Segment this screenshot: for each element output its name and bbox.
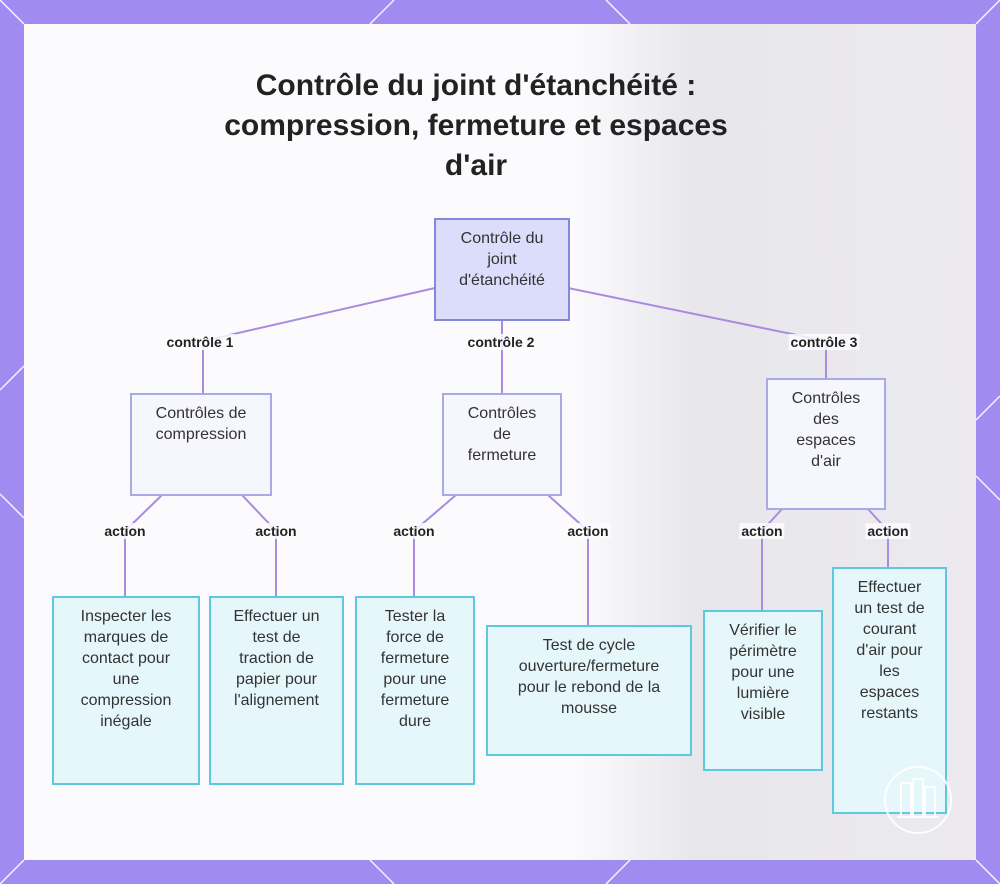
node-fermeture: Contrôles de fermeture (442, 393, 562, 496)
node-inspecter-marques-label: Inspecter les marques de contact pour un… (80, 608, 172, 730)
edge-root-group-1 (202, 287, 436, 395)
edge-label-action: action (565, 523, 611, 539)
node-force-fermeture: Tester la force de fermeture pour une fe… (355, 596, 475, 785)
edge-group-1-action-2 (241, 494, 277, 598)
node-force-fermeture-label: Tester la force de fermeture pour une fe… (380, 608, 450, 730)
watermark-logo-icon (884, 766, 952, 834)
node-test-traction-label: Effectuer un test de traction de papier … (233, 608, 320, 709)
edge-label-action: action (739, 523, 785, 539)
edge-label-controle-2: contrôle 2 (465, 334, 537, 350)
node-test-cycle: Test de cycle ouverture/fermeture pour l… (486, 625, 692, 756)
edge-group-2-action-2 (547, 494, 589, 626)
edge-root-group-3 (567, 287, 827, 380)
node-courant-air: Effectuer un test de courant d'air pour … (832, 567, 947, 814)
edge-label-controle-1: contrôle 1 (164, 334, 236, 350)
node-test-traction: Effectuer un test de traction de papier … (209, 596, 344, 785)
node-courant-air-label: Effectuer un test de courant d'air pour … (854, 579, 925, 722)
edge-label-action: action (253, 523, 299, 539)
edge-label-action: action (102, 523, 148, 539)
node-verifier-perimetre-label: Vérifier le périmètre pour une lumière v… (729, 622, 797, 723)
node-espaces-air: Contrôles des espaces d'air (766, 378, 886, 510)
edge-group-1-action-1 (124, 494, 163, 598)
edge-label-controle-3: contrôle 3 (788, 334, 860, 350)
edge-label-action: action (865, 523, 911, 539)
node-inspecter-marques: Inspecter les marques de contact pour un… (52, 596, 200, 785)
node-verifier-perimetre: Vérifier le périmètre pour une lumière v… (703, 610, 823, 771)
edge-group-3-action-2 (867, 508, 889, 569)
node-root-label: Contrôle du joint d'étanchéité (459, 230, 545, 289)
node-root: Contrôle du joint d'étanchéité (434, 218, 570, 321)
edge-group-2-action-1 (413, 494, 457, 598)
diagram-title: Contrôle du joint d'étanchéité : compres… (224, 69, 728, 182)
node-espaces-air-label: Contrôles des espaces d'air (791, 390, 861, 470)
edge-label-action: action (391, 523, 437, 539)
node-fermeture-label: Contrôles de fermeture (467, 405, 537, 464)
node-compression-label: Contrôles de compression (155, 405, 247, 443)
node-test-cycle-label: Test de cycle ouverture/fermeture pour l… (517, 637, 661, 717)
node-compression: Contrôles de compression (130, 393, 272, 496)
